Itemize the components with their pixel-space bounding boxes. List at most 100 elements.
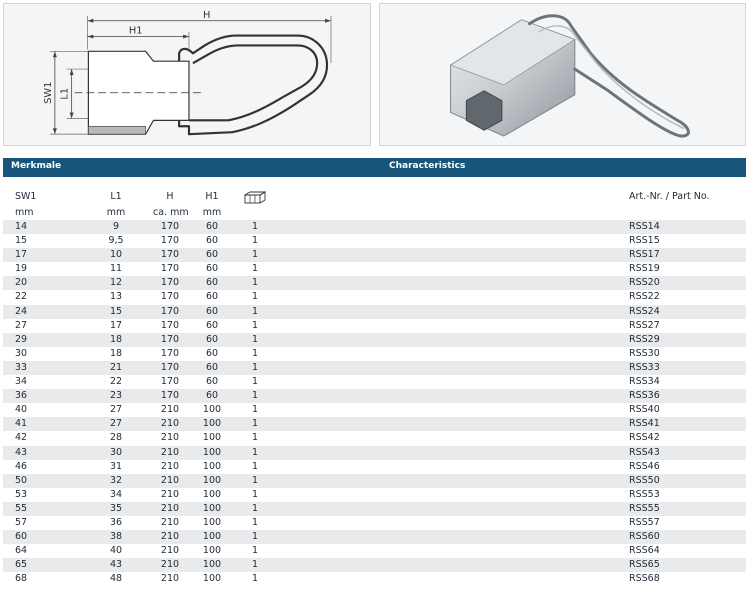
cell-sw1: 36 xyxy=(15,390,28,402)
cell-h: 170 xyxy=(160,221,180,232)
dim-arrow xyxy=(183,34,189,39)
wire-handle xyxy=(178,34,329,136)
cell-sw1: 20 xyxy=(15,277,28,289)
cell-part-no: RSS15 xyxy=(629,235,660,247)
socket-photo-top xyxy=(449,19,576,86)
cell-l1: 34 xyxy=(109,488,123,500)
cell-h1: 60 xyxy=(205,319,219,331)
product-photo-svg xyxy=(449,14,690,138)
cell-l1: 32 xyxy=(109,474,123,486)
cell-l1: 48 xyxy=(109,573,123,585)
dim-label-h1: H1 xyxy=(129,26,143,37)
cell-part-no: RSS22 xyxy=(629,291,660,303)
col-header-l1: L1 xyxy=(110,191,122,202)
unit-l1: mm xyxy=(106,207,126,218)
cell-h: 170 xyxy=(160,235,180,247)
cell-h1: 100 xyxy=(202,404,222,416)
cell-h1: 100 xyxy=(202,559,222,571)
cell-pack: 1 xyxy=(251,531,259,543)
cell-part-no: RSS65 xyxy=(629,559,660,571)
cell-l1: 27 xyxy=(109,418,123,430)
package-icon xyxy=(244,191,266,204)
cell-sw1: 60 xyxy=(15,531,28,543)
cell-sw1: 33 xyxy=(15,361,28,373)
cell-sw1: 40 xyxy=(15,404,28,416)
cell-part-no: RSS42 xyxy=(629,432,660,444)
cell-part-no: RSS19 xyxy=(629,263,660,275)
dim-arrow xyxy=(69,69,74,75)
cell-sw1: 65 xyxy=(15,559,28,571)
cell-sw1: 68 xyxy=(15,573,28,585)
cell-pack: 1 xyxy=(251,305,259,317)
cell-l1: 28 xyxy=(109,432,123,444)
unit-h1: mm xyxy=(202,207,222,218)
cell-h: 210 xyxy=(160,418,180,430)
cell-part-no: RSS64 xyxy=(629,545,660,557)
dim-arrow xyxy=(52,51,57,58)
cell-sw1: 50 xyxy=(15,474,28,486)
cell-h: 170 xyxy=(160,291,180,303)
dim-arrow xyxy=(87,34,94,39)
cell-pack: 1 xyxy=(251,418,259,430)
cell-h1: 100 xyxy=(202,545,222,557)
cell-l1: 27 xyxy=(109,404,123,416)
wire-handle-photo xyxy=(527,14,690,138)
cell-part-no: RSS57 xyxy=(629,516,660,528)
cell-sw1: 15 xyxy=(15,235,28,247)
cell-h1: 60 xyxy=(205,333,219,345)
cell-l1: 23 xyxy=(109,390,123,402)
cell-sw1: 24 xyxy=(15,305,28,317)
cell-h: 170 xyxy=(160,319,180,331)
cell-h: 170 xyxy=(160,390,180,402)
cell-sw1: 29 xyxy=(15,333,28,345)
cell-l1: 35 xyxy=(109,502,123,514)
cell-h: 210 xyxy=(160,488,180,500)
cell-pack: 1 xyxy=(251,319,259,331)
cell-l1: 36 xyxy=(109,516,123,528)
cell-l1: 10 xyxy=(109,249,123,261)
cell-h: 210 xyxy=(160,474,180,486)
cell-h: 210 xyxy=(160,446,180,458)
cell-pack: 1 xyxy=(251,446,259,458)
cell-part-no: RSS60 xyxy=(629,531,660,543)
cell-sw1: 41 xyxy=(15,418,28,430)
cell-h: 170 xyxy=(160,249,180,261)
cell-sw1: 64 xyxy=(15,545,28,557)
cell-part-no: RSS53 xyxy=(629,488,660,500)
cell-pack: 1 xyxy=(251,460,259,472)
cell-l1: 17 xyxy=(109,319,123,331)
cell-h1: 60 xyxy=(205,361,219,373)
cell-pack: 1 xyxy=(251,277,259,289)
cell-part-no: RSS34 xyxy=(629,376,660,388)
cell-h: 170 xyxy=(160,305,180,317)
cell-pack: 1 xyxy=(251,573,259,585)
cell-h1: 100 xyxy=(202,516,222,528)
cell-sw1: 34 xyxy=(15,376,28,388)
cell-pack: 1 xyxy=(251,559,259,571)
cell-h1: 100 xyxy=(202,418,222,430)
cell-h: 210 xyxy=(160,545,180,557)
cell-h: 210 xyxy=(160,460,180,472)
cell-l1: 13 xyxy=(109,291,123,303)
cell-l1: 30 xyxy=(109,446,123,458)
cell-h1: 60 xyxy=(205,347,219,359)
dim-arrow xyxy=(87,18,94,23)
cell-h: 210 xyxy=(160,516,180,528)
